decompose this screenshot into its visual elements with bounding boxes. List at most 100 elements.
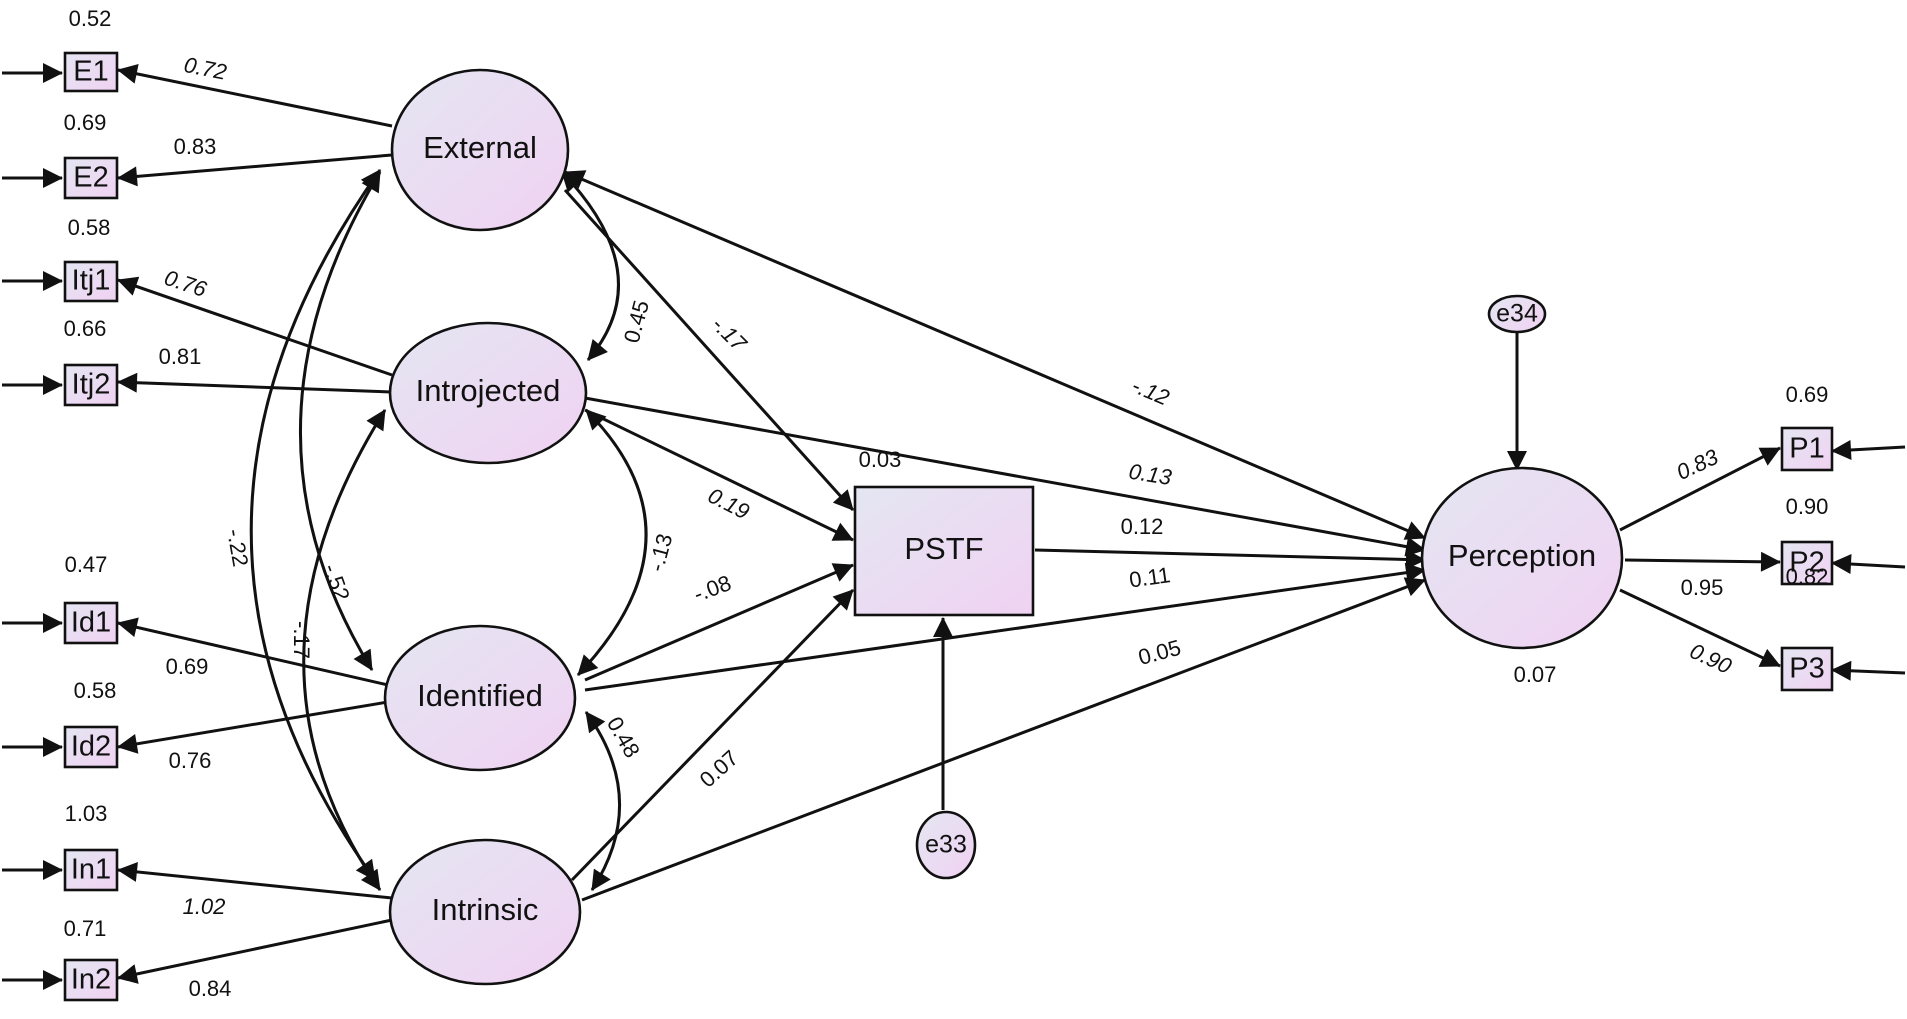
latent-perception: Perception bbox=[1420, 466, 1624, 650]
indicator-Itj2-variance: 0.66 bbox=[64, 316, 107, 341]
latent-introjected: Introjected bbox=[388, 321, 588, 465]
loading-arrow-In2 bbox=[117, 918, 393, 984]
indicator-P2-label: P2 bbox=[1789, 547, 1824, 579]
corr-external-intrinsic bbox=[249, 169, 382, 881]
indicator-E1: E1 0.52 bbox=[63, 6, 119, 93]
path-pstf-perception-value: 0.12 bbox=[1121, 514, 1164, 539]
latent-external-shape bbox=[390, 68, 570, 232]
error-arrow-P3 bbox=[1831, 660, 1906, 681]
loading-arrow-Itj2 bbox=[117, 372, 393, 394]
indicator-P3-variance: 0.82 bbox=[1786, 564, 1829, 589]
latent-perception-label: Perception bbox=[1448, 538, 1596, 573]
latent-intrinsic-shape bbox=[388, 838, 582, 986]
indicator-Itj1: Itj1 0.58 bbox=[63, 215, 119, 303]
indicator-Itj1-variance: 0.58 bbox=[68, 215, 111, 240]
indicator-E2-variance: 0.69 bbox=[64, 110, 107, 135]
path-identified-perception bbox=[584, 562, 1426, 692]
indicator-E2-box bbox=[63, 156, 119, 200]
indicator-Id2-label: Id2 bbox=[71, 731, 111, 763]
indicator-E2: E2 0.69 bbox=[63, 110, 119, 200]
corr-identified-intrinsic bbox=[584, 711, 622, 891]
indicator-P1-box bbox=[1780, 426, 1834, 472]
corr-external-intrinsic-value: -.22 bbox=[222, 527, 253, 569]
loading-arrow-E1 bbox=[117, 64, 393, 128]
path-intrinsic-perception-value: 0.05 bbox=[1136, 635, 1184, 670]
loading-Itj2: 0.81 bbox=[159, 344, 202, 369]
indicator-Itj1-box bbox=[63, 260, 119, 303]
path-intrinsic-pstf bbox=[570, 588, 855, 882]
latent-perception-shape bbox=[1420, 466, 1624, 650]
indicator-P1-label: P1 bbox=[1789, 433, 1824, 465]
loading-arrow-P3 bbox=[1619, 588, 1781, 668]
loading-E1: 0.72 bbox=[182, 52, 229, 85]
corr-introjected-identified bbox=[576, 408, 648, 677]
indicator-In1-box bbox=[63, 848, 119, 892]
loading-In1: 1.02 bbox=[183, 894, 226, 919]
error-e34: e34 bbox=[1487, 294, 1547, 334]
indicator-Itj2-label: Itj2 bbox=[72, 369, 111, 401]
error-arrow-P2 bbox=[1831, 554, 1906, 575]
loading-In2: 0.84 bbox=[189, 976, 232, 1001]
indicator-Itj1-label: Itj1 bbox=[72, 265, 111, 297]
latent-identified-label: Identified bbox=[417, 678, 543, 713]
indicator-In1-label: In1 bbox=[71, 854, 111, 886]
path-intrinsic-perception bbox=[581, 577, 1426, 902]
observed-pstf-label: PSTF bbox=[904, 531, 983, 566]
indicator-P1-variance: 0.69 bbox=[1786, 382, 1829, 407]
indicator-Id1-box bbox=[63, 601, 119, 645]
latent-identified: Identified bbox=[383, 624, 577, 772]
loading-arrow-E2 bbox=[117, 153, 393, 187]
indicator-E1-label: E1 bbox=[73, 56, 108, 88]
error-e33-shape bbox=[915, 810, 977, 880]
error-e34-shape bbox=[1487, 294, 1547, 334]
latent-identified-shape bbox=[383, 624, 577, 772]
corr-introjected-identified-value: -.13 bbox=[643, 531, 677, 574]
corr-external-introjected bbox=[560, 170, 620, 361]
latent-intrinsic-label: Intrinsic bbox=[432, 892, 539, 927]
loading-arrow-P1 bbox=[1619, 446, 1781, 532]
latent-external: External bbox=[390, 68, 570, 232]
arrows bbox=[2, 63, 1906, 990]
path-introjected-pstf bbox=[584, 408, 854, 542]
observed-pstf-box bbox=[853, 485, 1035, 617]
latent-introjected-label: Introjected bbox=[416, 373, 561, 408]
indicator-In2-label: In2 bbox=[71, 964, 111, 996]
latent-introjected-shape bbox=[388, 321, 588, 465]
indicator-P2-box bbox=[1780, 540, 1834, 586]
path-intrinsic-pstf-value: 0.07 bbox=[695, 745, 744, 792]
loading-Id1: 0.69 bbox=[166, 654, 209, 679]
indicator-E1-variance: 0.52 bbox=[69, 6, 112, 31]
indicator-P3: P3 0.82 bbox=[1780, 564, 1834, 692]
path-introjected-perception bbox=[584, 396, 1426, 557]
corr-external-identified-value: -.52 bbox=[318, 560, 354, 604]
indicator-Id2: Id2 0.58 bbox=[63, 678, 119, 769]
path-external-pstf bbox=[563, 188, 855, 512]
path-introjected-perception-value: 0.13 bbox=[1127, 459, 1174, 491]
indicator-Itj2: Itj2 0.66 bbox=[63, 316, 119, 407]
error-arrow-P1 bbox=[1831, 439, 1906, 460]
indicator-P3-label: P3 bbox=[1789, 653, 1824, 685]
loading-arrow-Itj1 bbox=[117, 276, 393, 377]
loading-P3: 0.90 bbox=[1686, 638, 1736, 679]
indicator-E2-label: E2 bbox=[73, 162, 108, 194]
indicator-Itj2-box bbox=[63, 363, 119, 407]
path-external-perception bbox=[564, 170, 1426, 540]
error-e33: e33 bbox=[915, 810, 977, 880]
loading-arrow-P2 bbox=[1624, 551, 1781, 572]
path-external-pstf-value: -.17 bbox=[707, 312, 752, 357]
corr-external-identified bbox=[299, 171, 382, 671]
indicator-In2-box bbox=[63, 958, 119, 1002]
indicator-In1: In1 1.03 bbox=[63, 801, 119, 892]
corr-introjected-intrinsic-value: -.17 bbox=[289, 621, 314, 659]
path-identified-pstf bbox=[584, 563, 854, 682]
loading-arrow-Id2 bbox=[117, 700, 389, 754]
indicator-P1: P1 0.69 bbox=[1780, 382, 1834, 472]
indicator-Id2-variance: 0.58 bbox=[74, 678, 117, 703]
indicator-In2: In2 0.71 bbox=[63, 916, 119, 1002]
indicator-In1-variance: 1.03 bbox=[65, 801, 108, 826]
path-identified-perception-value: 0.11 bbox=[1128, 562, 1172, 592]
path-identified-pstf-value: -.08 bbox=[690, 570, 734, 606]
loading-arrow-Id1 bbox=[117, 617, 389, 687]
r-squared-pstf: 0.03 bbox=[859, 447, 902, 472]
indicator-P2-variance: 0.90 bbox=[1786, 494, 1829, 519]
